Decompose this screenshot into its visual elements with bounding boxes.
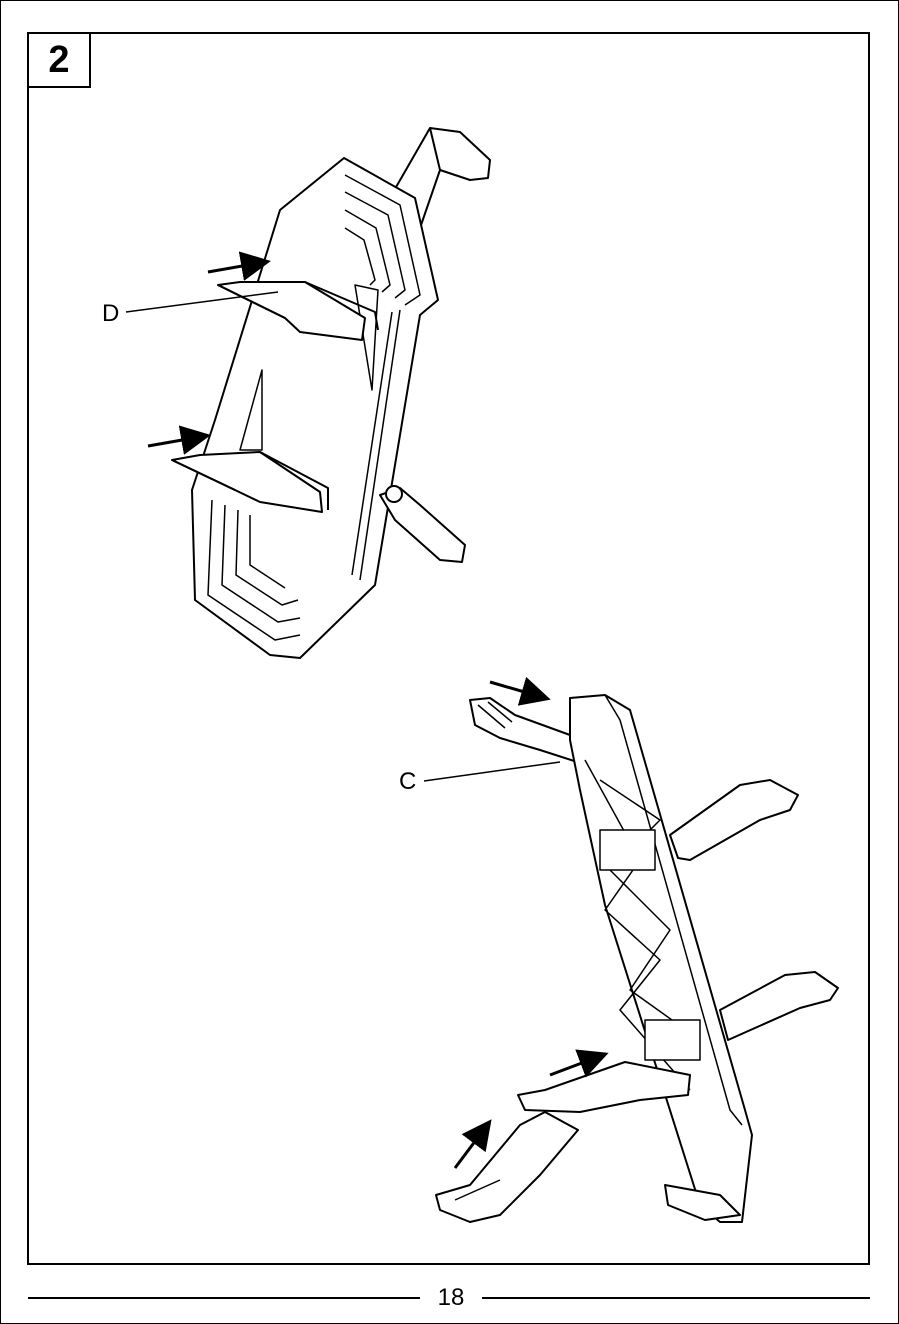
phone-holder-front-view-icon [172,128,490,658]
part-label-d: D [102,302,119,326]
phone-holder-rear-view-icon [436,695,838,1222]
arrow-icon [148,436,205,446]
arrow-icon [490,682,545,698]
part-label-c: C [399,770,416,794]
arrow-icon [208,262,265,272]
footer-rule-right [482,1297,870,1299]
page-number: 18 [420,1284,482,1312]
footer-rule-left [28,1297,420,1299]
arrow-icon [455,1124,488,1168]
